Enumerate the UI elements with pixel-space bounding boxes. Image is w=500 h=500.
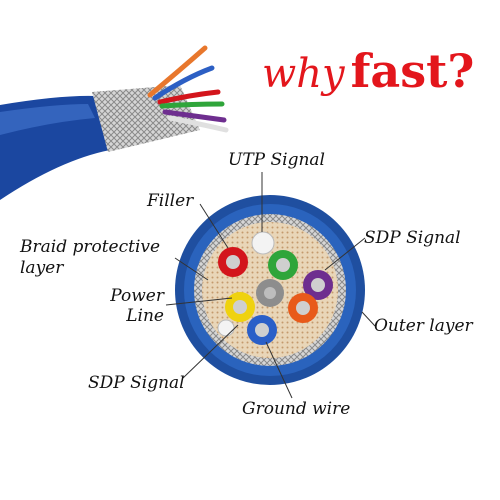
cable-cross-section: [175, 195, 365, 385]
label-filler: Filler: [147, 191, 194, 211]
leader-lines: [165, 172, 376, 399]
label-braid-line2: layer: [20, 258, 64, 278]
cable-photo: [0, 45, 229, 200]
label-sdp-signal-left: SDP Signal: [88, 373, 185, 393]
label-power-line2: Line: [126, 306, 164, 326]
label-sdp-signal-right: SDP Signal: [364, 228, 461, 248]
headline-fast: fast?: [350, 44, 475, 98]
headline-why: why: [262, 51, 345, 97]
label-braid-line1: Braid protective: [20, 237, 161, 257]
label-ground-wire: Ground wire: [242, 399, 351, 419]
label-utp-signal: UTP Signal: [228, 150, 325, 170]
label-outer-layer: Outer layer: [374, 316, 473, 336]
label-power-line1: Power: [110, 286, 164, 306]
